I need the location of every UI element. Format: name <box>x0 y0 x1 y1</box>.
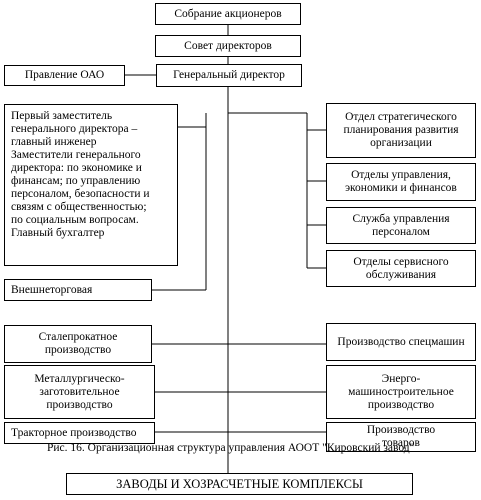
tractor-production-box: Тракторное производство <box>4 422 155 444</box>
board-of-directors-box: Совет директоров <box>155 35 301 57</box>
strategic-planning-box: Отдел стратегического планирования разви… <box>326 103 476 158</box>
service-departments-box: Отделы сервисного обслуживания <box>326 250 476 287</box>
board-oao-box: Правление ОАО <box>4 65 125 86</box>
hr-service-box: Служба управления персоналом <box>326 207 476 244</box>
plants-complexes-box: ЗАВОДЫ И ХОЗРАСЧЕТНЫЕ КОМПЛЕКСЫ <box>66 473 413 495</box>
deputies-box: Первый заместитель генерального директор… <box>4 104 178 266</box>
foreign-trade-box: Внешнеторговая <box>4 279 152 301</box>
management-economics-box: Отделы управления, экономики и финансов <box>326 163 476 201</box>
special-machines-box: Производство спецмашин <box>326 323 476 361</box>
general-director-box: Генеральный директор <box>156 64 302 87</box>
figure-caption: Рис. 16. Организационная структура управ… <box>47 442 415 454</box>
steel-rolling-box: Сталепрокатное производство <box>4 325 152 363</box>
power-machine-box: Энерго- машиностроительное производство <box>326 365 476 419</box>
production-right-box: Производство товаров <box>326 422 476 452</box>
metallurgical-box: Металлургическо- заготовительное произво… <box>4 365 155 419</box>
shareholders-meeting-box: Собрание акционеров <box>155 3 301 25</box>
